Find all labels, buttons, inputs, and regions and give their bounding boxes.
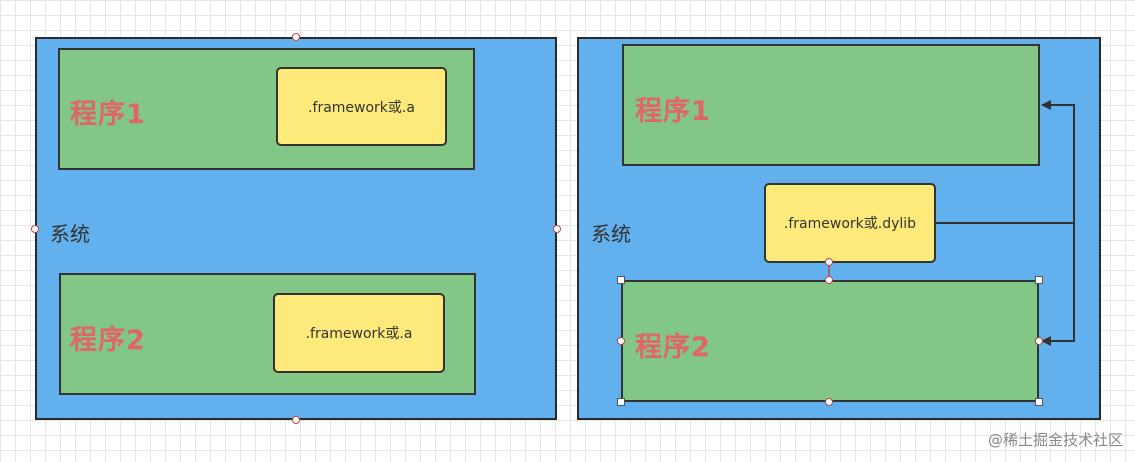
left-program2-label: 程序2 <box>70 325 146 356</box>
right-program2-label: 程序2 <box>635 332 711 363</box>
left-system-bottom-handle[interactable] <box>292 416 300 424</box>
program2-left-handle[interactable] <box>617 337 625 345</box>
library-to-program2-arrow <box>1041 223 1075 346</box>
left-program2-library-box[interactable]: .framework或.a <box>273 293 445 373</box>
program2-top-handle[interactable] <box>825 276 833 284</box>
watermark: @稀土掘金技术社区 <box>987 431 1123 449</box>
left-system-left-handle[interactable] <box>31 225 39 233</box>
left-system-top-handle[interactable] <box>292 33 300 41</box>
program2-top-left-handle[interactable] <box>617 276 625 284</box>
right-program2-box[interactable] <box>621 280 1039 402</box>
program2-bottom-handle[interactable] <box>825 398 833 406</box>
program2-bottom-right-handle[interactable] <box>1035 398 1043 406</box>
right-program1-label: 程序1 <box>635 96 711 127</box>
right-shared-library-box[interactable]: .framework或.dylib <box>764 183 936 263</box>
program2-right-handle[interactable] <box>1035 337 1043 345</box>
left-program1-label: 程序1 <box>70 99 146 130</box>
right-program1-box[interactable] <box>622 44 1040 166</box>
left-program1-library-box[interactable]: .framework或.a <box>276 67 447 146</box>
program2-bottom-left-handle[interactable] <box>617 398 625 406</box>
shared-library-bottom-handle[interactable] <box>825 258 833 266</box>
program2-top-right-handle[interactable] <box>1035 276 1043 284</box>
left-system-right-handle[interactable] <box>553 225 561 233</box>
library-to-program1-arrow <box>936 100 1075 224</box>
right-system-label: 系统 <box>591 222 631 246</box>
left-system-label: 系统 <box>50 222 90 246</box>
